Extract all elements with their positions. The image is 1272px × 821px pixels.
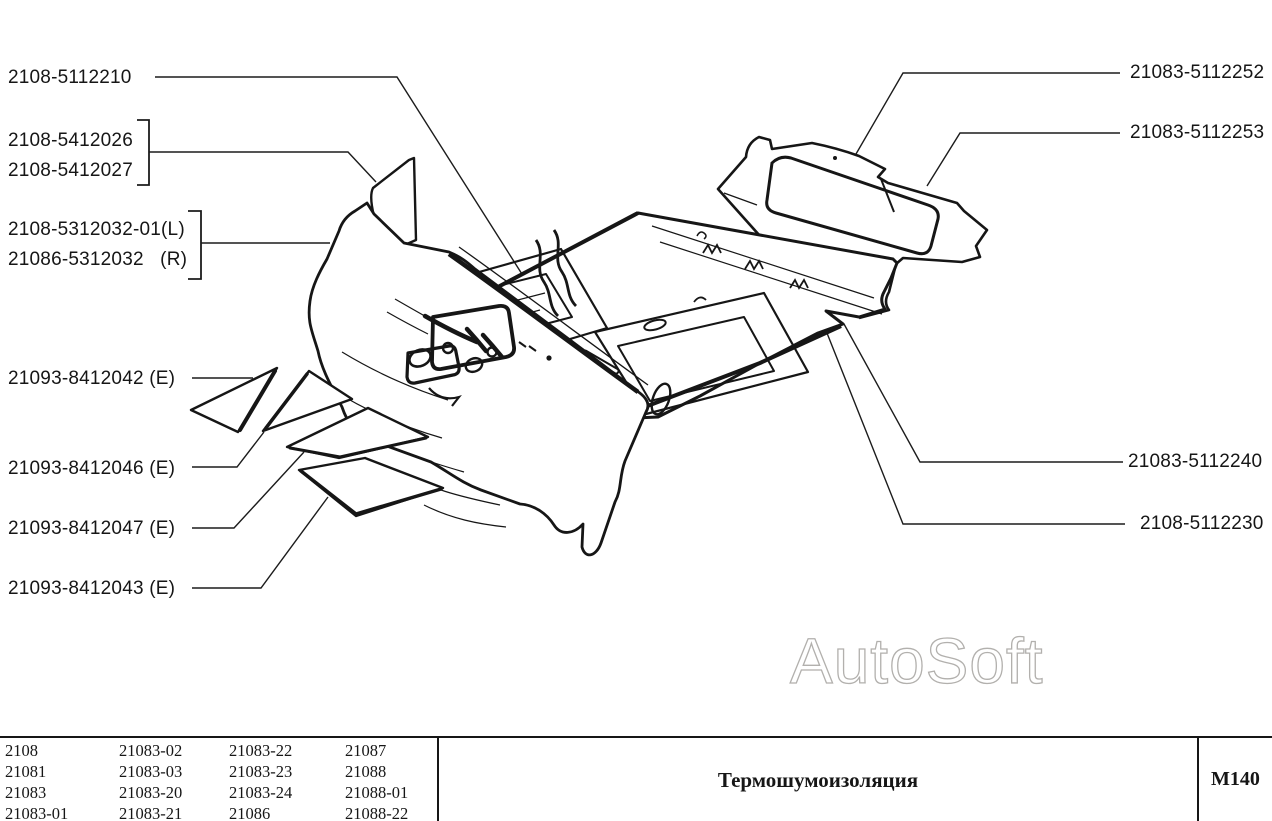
part-label-8412042: 21093-8412042 (Е) (8, 368, 176, 389)
model-cell: 2108 (5, 740, 38, 760)
sill-edge (447, 252, 640, 394)
table-divider (1197, 738, 1199, 821)
model-cell: 21083-23 (229, 761, 293, 781)
model-cell: 21083-21 (119, 803, 183, 821)
model-cell: 21083-20 (119, 782, 183, 802)
heater-shield-detail (430, 303, 516, 372)
model-list: 2108 21083-02 21083-22 21087 21081 21083… (3, 740, 437, 821)
model-cell: 21083-22 (229, 740, 293, 760)
part-label-8412047: 21093-8412047 (Е) (8, 518, 176, 539)
part-label-8412046: 21093-8412046 (Е) (8, 458, 176, 479)
parts-diagram-drawing: AutoSoft (137, 72, 1125, 698)
part-label-5112210: 2108-5112210 (8, 67, 132, 88)
part-label-5112230: 2108-5112230 (1140, 513, 1264, 534)
watermark-text: AutoSoft (790, 625, 1044, 697)
model-cell: 21086 (229, 803, 271, 821)
part-label-5312032-L: 2108-5312032-01(L) (8, 219, 185, 240)
rear-shelf-panels (716, 135, 989, 320)
insulation-pads (189, 366, 445, 518)
model-cell: 21083-24 (229, 782, 293, 802)
model-cell: 21087 (345, 740, 387, 760)
shelf-opening (765, 155, 940, 256)
bracket-5412026-5412027 (137, 119, 150, 186)
shelf-seam (880, 178, 895, 213)
clip-mark (702, 243, 722, 255)
model-cell: 21083-01 (5, 803, 69, 821)
part-label-5412027: 2108-5412027 (8, 160, 133, 181)
part-label-5312032-R: 21086-5312032 (R) (8, 249, 188, 270)
page-code: М140 (1211, 768, 1260, 790)
part-label-5412026: 2108-5412026 (8, 130, 133, 151)
part-label-8412043: 21093-8412043 (Е) (8, 578, 176, 599)
floor-slot (650, 382, 672, 416)
model-cell: 21088-22 (345, 803, 409, 821)
part-label-5112240: 21083-5112240 (1128, 451, 1263, 472)
dash-panel (307, 201, 650, 557)
model-cell: 21083-02 (119, 740, 183, 760)
table-divider (437, 738, 439, 821)
model-cell: 21083-03 (119, 761, 183, 781)
section-title: Термошумоизоляция (717, 768, 919, 792)
footer-table: 2108 21083-02 21083-22 21087 21081 21083… (0, 736, 1272, 821)
model-cell: 21088-01 (345, 782, 409, 802)
clip-mark (744, 259, 764, 271)
clip-mark (789, 278, 809, 290)
model-cell: 21083 (5, 782, 47, 802)
model-cell: 21081 (5, 761, 47, 781)
bracket-5312032 (188, 210, 202, 280)
leader-lines (137, 72, 1125, 589)
part-label-5112252: 21083-5112252 (1130, 62, 1265, 83)
part-label-5112253: 21083-5112253 (1130, 122, 1265, 143)
model-cell: 21088 (345, 761, 387, 781)
